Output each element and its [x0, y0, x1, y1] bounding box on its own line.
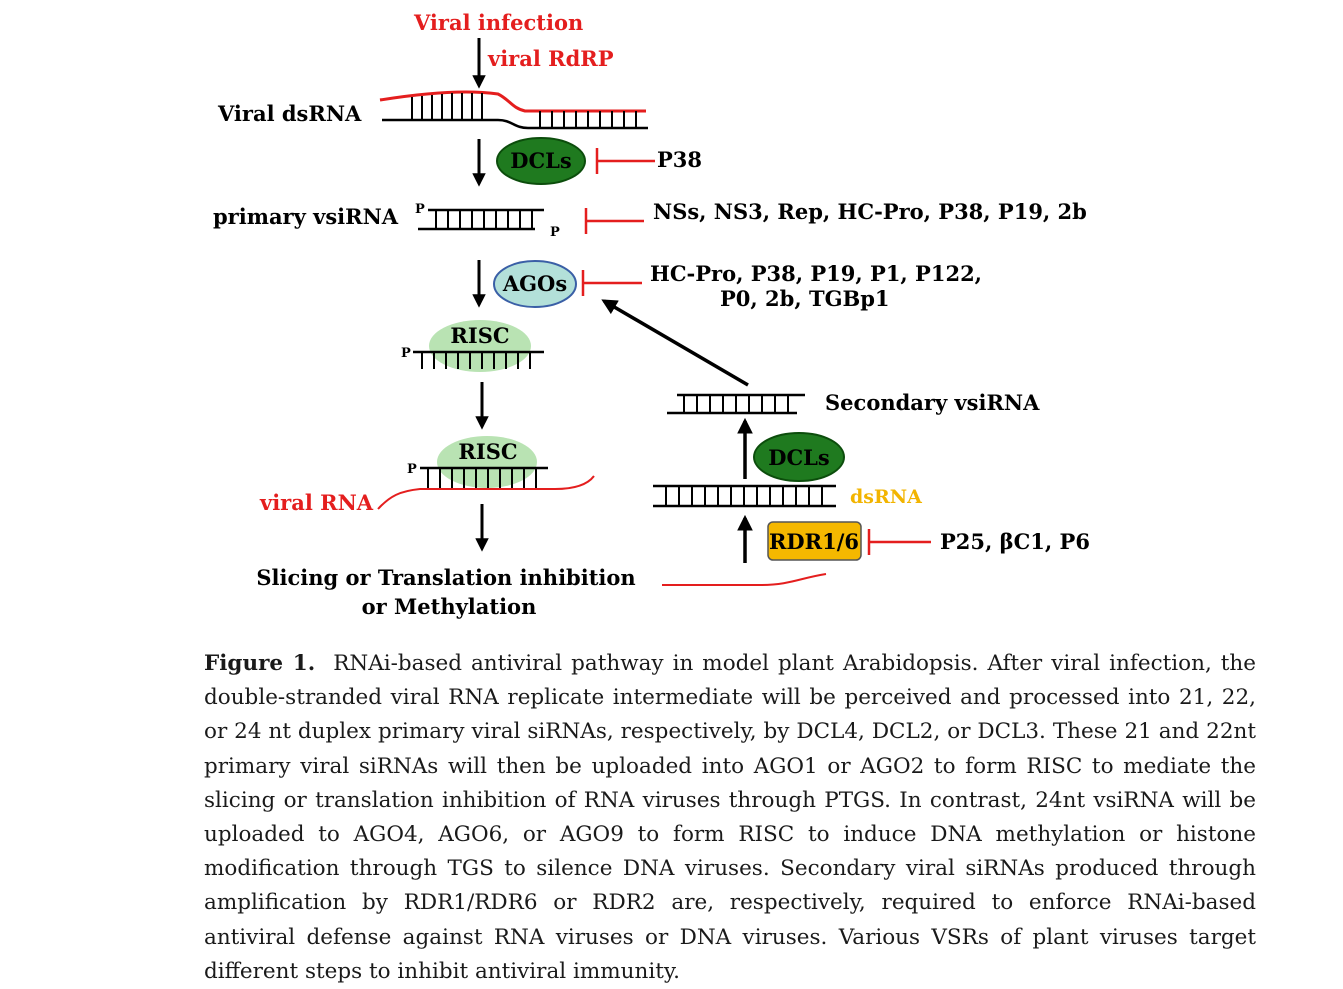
rdr-node [767, 521, 862, 561]
risc-complex-2 [377, 436, 595, 510]
arrow-secondary-to-agos [601, 299, 749, 387]
viral-rdrp-label: viral RdRP [487, 46, 614, 71]
outcome-label-line2: or Methylation [362, 594, 537, 619]
primary-vsirna-duplex [418, 208, 544, 231]
primary-p-mark-5: P [415, 202, 425, 217]
viral-dsrna-label: Viral dsRNA [217, 101, 362, 126]
rdr-label: RDR1/6 [769, 529, 859, 554]
agos-node [493, 260, 577, 308]
primary-p-mark-3: P [550, 225, 560, 240]
dcls-top-label: DCLs [510, 148, 572, 173]
figure-caption-label: Figure 1. [204, 651, 316, 676]
vsr-primary-label: NSs, NS3, Rep, HC-Pro, P38, P19, 2b [653, 199, 1087, 224]
risc-2-p-mark: P [407, 462, 417, 477]
ago-inhibitor-bar [581, 270, 642, 296]
agos-label: AGOs [502, 271, 567, 296]
figure-caption-text: RNAi-based antiviral pathway in model pl… [204, 651, 1256, 984]
viral-rna-label: viral RNA [259, 490, 374, 515]
dsrna-duplex [653, 484, 836, 508]
viral-dsrna-duplex [379, 90, 648, 130]
risc-1-label: RISC [450, 323, 509, 348]
risc-complex-1 [413, 320, 544, 372]
figure-caption: Figure 1. RNAi-based antiviral pathway i… [204, 647, 1256, 989]
dsrna-label: dsRNA [850, 486, 922, 508]
p38-inhibitor-bar [595, 148, 655, 174]
outcome-label-line1: Slicing or Translation inhibition [256, 565, 635, 590]
primary-inhibitor-bar [584, 208, 644, 234]
template-viral-rna [662, 573, 827, 586]
vsr-ago-label-line1: HC-Pro, P38, P19, P1, P122, [650, 261, 982, 286]
dcls-top-node [496, 137, 586, 185]
rdr-inhibitor-bar [867, 529, 931, 555]
rnai-pathway-diagram: Viral infection viral RdRP Viral dsRNA D… [213, 10, 1090, 619]
secondary-vsirna-duplex [667, 393, 805, 415]
primary-vsirna-label: primary vsiRNA [213, 204, 399, 229]
vsr-ago-label-line2: P0, 2b, TGBp1 [720, 286, 890, 311]
viral-infection-label: Viral infection [413, 10, 583, 35]
vsr-rdr-label: P25, βC1, P6 [940, 529, 1090, 554]
dcls-right-label: DCLs [768, 445, 830, 470]
dcls-right-node [753, 432, 845, 482]
secondary-vsirna-label: Secondary vsiRNA [825, 390, 1040, 415]
risc-2-label: RISC [458, 439, 517, 464]
p38-label: P38 [657, 147, 702, 172]
risc-1-p-mark: P [401, 346, 411, 361]
